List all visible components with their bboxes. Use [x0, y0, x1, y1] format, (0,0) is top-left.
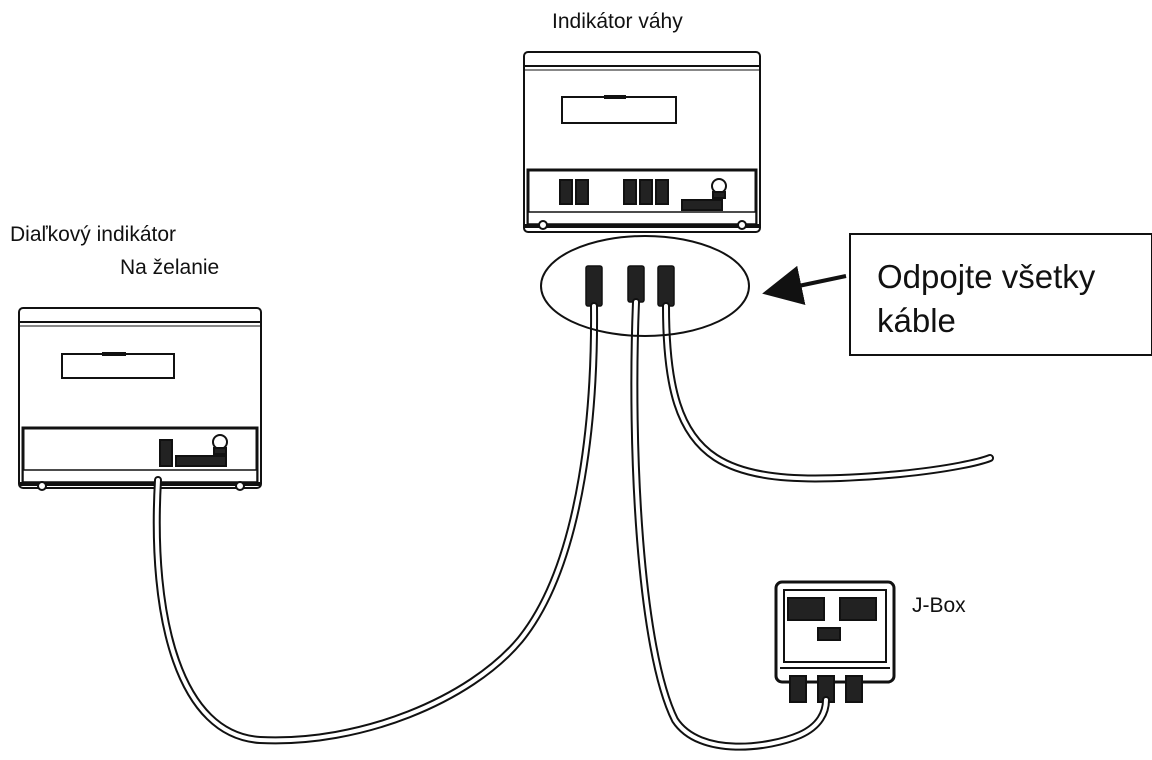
- main-indicator-ports: [527, 178, 757, 230]
- cable-remote: [152, 302, 599, 745]
- remote-indicator-label: Diaľkový indikátor: [10, 223, 177, 246]
- connector-highlight-ellipse: [540, 235, 750, 337]
- cable-connectors: [585, 265, 675, 307]
- main-indicator-device: [523, 51, 761, 233]
- disconnect-callout-text: Odpojte všetky káble: [877, 258, 1096, 339]
- cable-external: [662, 302, 994, 483]
- junction-box-glands: [789, 675, 863, 703]
- remote-indicator-ports: [22, 434, 258, 491]
- junction-box-label: J-Box: [912, 594, 966, 617]
- main-indicator-label: Indikátor váhy: [552, 10, 683, 33]
- remote-indicator-device: [18, 307, 262, 491]
- cables: [152, 298, 994, 751]
- disconnect-callout-box: Odpojte všetky káble: [849, 233, 1152, 356]
- cable-jbox: [630, 298, 830, 751]
- junction-box-device: [774, 580, 896, 703]
- arrow-left-icon: [762, 265, 847, 305]
- remote-indicator-optional-label: Na želanie: [120, 256, 220, 279]
